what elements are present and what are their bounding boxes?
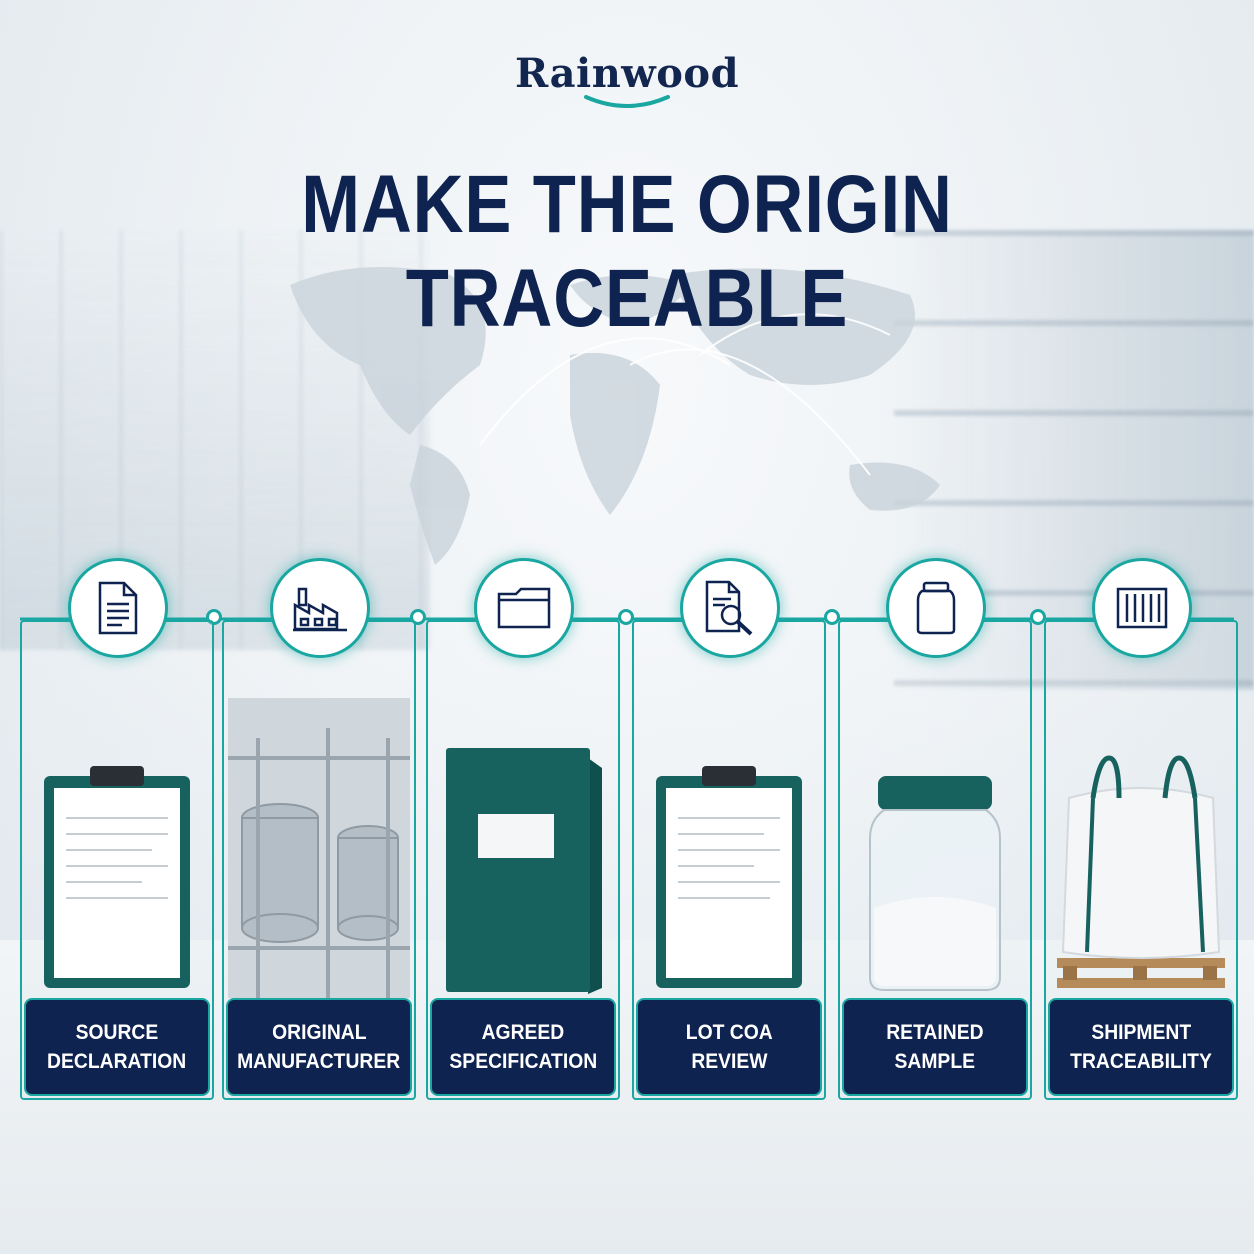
step-agreed-specification: AGREED SPECIFICATION (426, 558, 622, 1100)
step-lot-coa-review: LOT COA REVIEW (632, 558, 828, 1100)
folder-icon (474, 558, 574, 658)
clipboard-illustration (26, 698, 208, 998)
timeline-node (618, 609, 634, 625)
bulk-bag-illustration (1050, 698, 1232, 998)
step-label-line: ORIGINAL (271, 1021, 367, 1044)
document-icon (68, 558, 168, 658)
step-label-line: TRACEABILITY (1070, 1050, 1212, 1073)
step-label: SOURCE DECLARATION (24, 998, 210, 1096)
step-label-line: REVIEW (690, 1050, 768, 1073)
step-label-line: RETAINED (886, 1021, 984, 1044)
step-label-line: SAMPLE (894, 1050, 976, 1073)
step-label-line: DECLARATION (47, 1050, 187, 1073)
step-label-line: AGREED (481, 1021, 565, 1044)
factory-icon (270, 558, 370, 658)
step-shipment-traceability: SHIPMENT TRACEABILITY (1044, 558, 1240, 1100)
step-label: AGREED SPECIFICATION (430, 998, 616, 1096)
step-label-line: MANUFACTURER (237, 1050, 401, 1073)
shipping-container-icon (1092, 558, 1192, 658)
step-source-declaration: SOURCE DECLARATION (20, 558, 216, 1100)
document-search-icon (680, 558, 780, 658)
step-label-line: SPECIFICATION (449, 1050, 597, 1073)
world-map-icon (290, 267, 940, 565)
step-label: ORIGINAL MANUFACTURER (226, 998, 412, 1096)
brand-name: Rainwood (514, 50, 740, 97)
step-label-line: LOT COA (685, 1021, 773, 1044)
binder-illustration (432, 698, 614, 998)
clipboard-illustration (638, 698, 820, 998)
jar-icon (886, 558, 986, 658)
factory-tanks-illustration (228, 698, 410, 998)
logo-swoosh-icon (584, 95, 670, 108)
step-label-line: SOURCE (75, 1021, 159, 1044)
step-label: RETAINED SAMPLE (842, 998, 1028, 1096)
step-label-line: SHIPMENT (1091, 1021, 1191, 1044)
timeline-node (824, 609, 840, 625)
step-label: SHIPMENT TRACEABILITY (1048, 998, 1234, 1096)
brand-logo: Rainwood (0, 50, 1254, 109)
timeline-node (1030, 609, 1046, 625)
page-title: MAKE THE ORIGIN TRACEABLE (301, 159, 953, 344)
sample-jar-illustration (844, 698, 1026, 998)
step-original-manufacturer: ORIGINAL MANUFACTURER (222, 558, 418, 1100)
step-retained-sample: RETAINED SAMPLE (838, 558, 1034, 1100)
step-label: LOT COA REVIEW (636, 998, 822, 1096)
